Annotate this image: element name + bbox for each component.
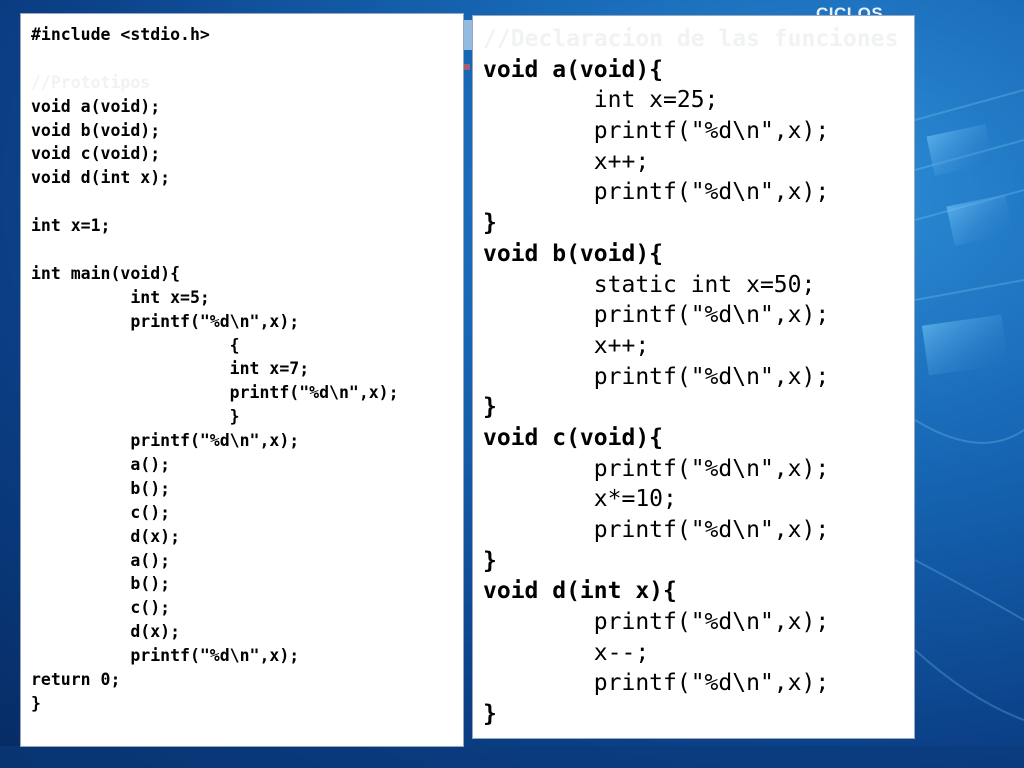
code-line: printf("%d\n",x);	[483, 455, 830, 482]
code-line: d(x);	[31, 526, 181, 546]
code-comment: //Prototipos	[31, 72, 151, 92]
code-line: int x=7;	[31, 359, 310, 379]
code-line: printf("%d\n",x);	[483, 179, 830, 206]
code-line: int x=5;	[31, 287, 210, 307]
main-code-panel: #include <stdio.h> //Prototipos void a(voi…	[20, 13, 464, 747]
code-line: {	[31, 335, 240, 355]
code-line: b();	[31, 574, 171, 594]
code-line: void d(int x){	[483, 578, 677, 605]
code-line: printf("%d\n",x);	[31, 431, 300, 451]
code-line: d(x);	[31, 622, 181, 642]
code-line	[31, 47, 399, 71]
code-line: printf("%d\n",x);	[483, 517, 830, 543]
code-line: c();	[31, 598, 171, 618]
code-line: #include <stdio.h>	[31, 25, 210, 44]
code-line: int x=25;	[483, 87, 719, 114]
code-line: a();	[31, 550, 171, 570]
code-line: void c(void){	[483, 424, 664, 451]
code-line: }	[483, 210, 497, 237]
functions-code-block: //Declaracion de las funciones void a(voi…	[483, 24, 898, 730]
code-line: x*=10;	[483, 486, 677, 513]
code-line: c();	[31, 502, 171, 522]
code-line: static int x=50;	[483, 271, 816, 298]
code-line: void a(void);	[31, 96, 161, 116]
functions-code-panel: //Declaracion de las funciones void a(voi…	[472, 15, 915, 739]
code-line: void c(void);	[31, 144, 161, 164]
code-line: b();	[31, 478, 171, 498]
code-line: printf("%d\n",x);	[483, 302, 830, 329]
code-line: printf("%d\n",x);	[483, 670, 830, 697]
code-line: void d(int x);	[31, 168, 171, 188]
code-line: void b(void);	[31, 120, 161, 140]
main-code-block: #include <stdio.h> //Prototipos void a(voi…	[31, 23, 399, 716]
code-line: x--;	[483, 639, 650, 666]
code-line: printf("%d\n",x);	[483, 609, 830, 636]
code-line: printf("%d\n",x);	[31, 311, 300, 331]
code-line: a();	[31, 455, 171, 475]
code-line: void b(void){	[483, 240, 664, 267]
code-line	[31, 238, 399, 262]
code-comment: //Declaracion de las funciones	[483, 26, 899, 52]
code-line: int x=1;	[31, 216, 111, 236]
code-line: return 0;	[31, 670, 121, 690]
code-line: }	[483, 394, 497, 421]
code-line: }	[483, 701, 497, 728]
code-line	[31, 190, 399, 214]
code-line: printf("%d\n",x);	[31, 383, 399, 403]
code-line: printf("%d\n",x);	[31, 646, 300, 666]
code-line: printf("%d\n",x);	[483, 363, 830, 390]
code-line: }	[483, 547, 497, 574]
code-line: x++;	[483, 148, 650, 175]
code-line: }	[31, 407, 240, 427]
code-line: printf("%d\n",x);	[483, 118, 830, 145]
code-line: }	[31, 693, 41, 713]
code-line: int main(void){	[31, 263, 181, 283]
code-line: void a(void){	[483, 56, 664, 83]
code-line: x++;	[483, 332, 650, 359]
